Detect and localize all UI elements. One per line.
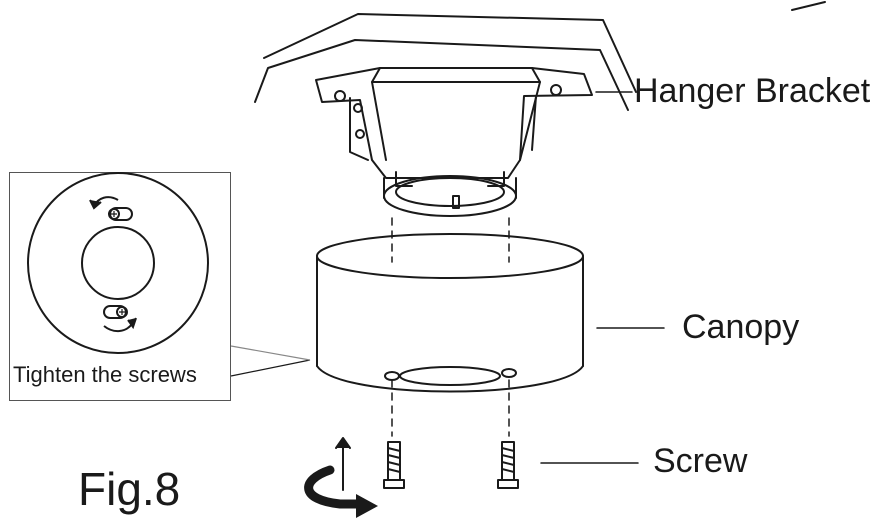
ceiling-corner <box>791 1 826 11</box>
rotate-arrow <box>304 465 365 509</box>
hanger-bracket-label: Hanger Bracket <box>634 72 871 110</box>
screw-right <box>497 441 519 489</box>
figure-label: Fig.8 <box>78 463 181 515</box>
alignment-lines <box>391 217 510 437</box>
screw-label: Screw <box>653 442 748 480</box>
hanger-bracket-shape <box>315 67 593 217</box>
ceiling-outline <box>263 13 637 93</box>
inset-detail <box>27 172 311 377</box>
canopy-shape <box>316 233 584 393</box>
screw-left <box>383 441 405 489</box>
canopy-label: Canopy <box>682 308 800 346</box>
inset-caption: Tighten the screws <box>13 362 197 387</box>
up-arrow-head <box>335 437 351 449</box>
rotate-arrow-head <box>356 494 378 518</box>
inset-callout-line <box>230 359 311 377</box>
ceiling-inner-line <box>254 39 629 111</box>
